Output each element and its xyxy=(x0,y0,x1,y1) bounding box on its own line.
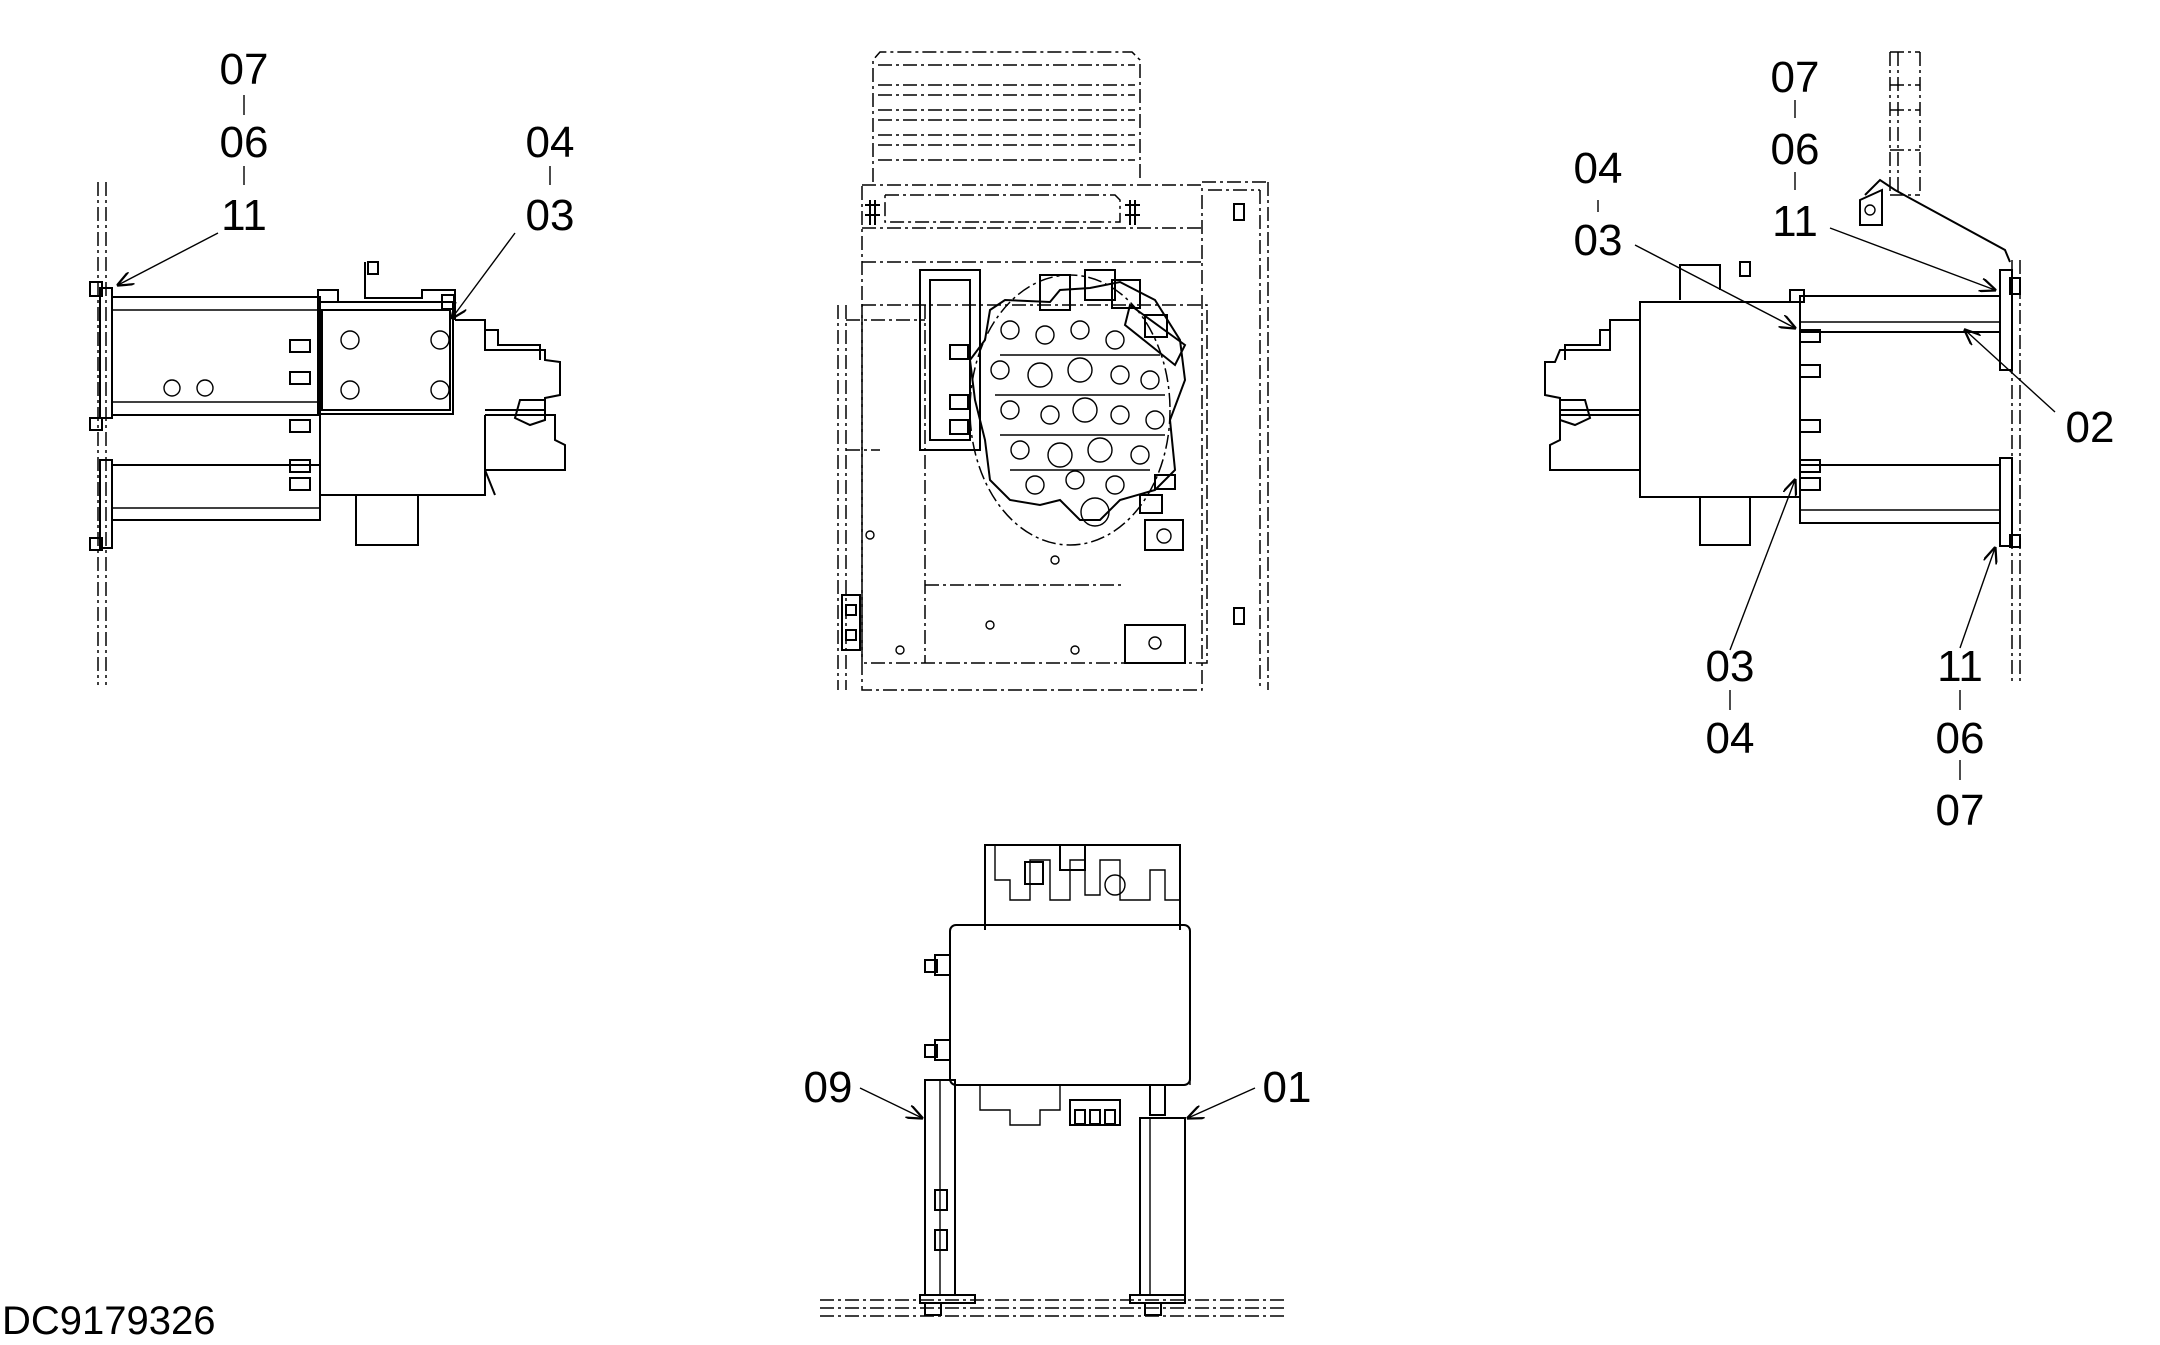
callout-label: 09 xyxy=(804,1063,853,1112)
callout-label: 03 xyxy=(1706,642,1755,691)
callout-label: 07 xyxy=(220,45,269,94)
callout-label: 06 xyxy=(1771,125,1820,174)
callout-label: 04 xyxy=(1574,144,1623,193)
callout-label: 11 xyxy=(221,191,267,240)
right-side-view xyxy=(1544,51,2056,780)
callout-label: 03 xyxy=(1574,216,1623,265)
callout-label: 04 xyxy=(1706,714,1755,763)
left-side-view xyxy=(89,95,566,685)
callout-label: 06 xyxy=(220,118,269,167)
callout-label: 07 xyxy=(1771,53,1820,102)
drawing-id: DC9179326 xyxy=(2,1299,216,1343)
callout-label: 07 xyxy=(1936,786,1985,835)
callout-label: 01 xyxy=(1263,1063,1312,1112)
callout-label: 03 xyxy=(526,191,575,240)
callout-label: 11 xyxy=(1937,642,1983,691)
bottom-front-view xyxy=(820,844,1285,1317)
callout-label: 06 xyxy=(1936,714,1985,763)
center-top-view xyxy=(837,51,1269,691)
callout-label: 02 xyxy=(2066,403,2115,452)
callout-label: 11 xyxy=(1772,197,1818,246)
callout-label: 04 xyxy=(526,118,575,167)
